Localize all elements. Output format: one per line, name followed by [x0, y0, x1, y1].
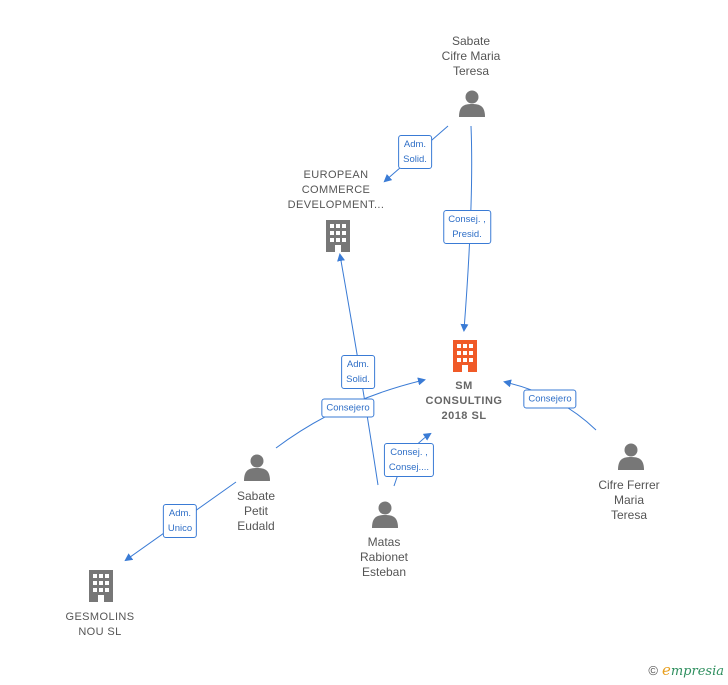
edge-label-adm-solid: Adm. Solid.	[341, 355, 375, 389]
person-icon[interactable]	[618, 443, 644, 471]
person-icon[interactable]	[459, 90, 485, 118]
brand-logo-text: mpresia	[670, 664, 724, 679]
node-label-sm-consulting[interactable]: SM CONSULTING 2018 SL	[425, 380, 503, 422]
edge-label-adm-solid: Adm. Solid.	[398, 135, 432, 169]
node-label-gesmolins[interactable]: GESMOLINS NOU SL	[65, 611, 135, 638]
edge-label-consej-consej: Consej. , Consej....	[383, 443, 435, 477]
brand-logo-letter: e	[661, 661, 671, 679]
node-label-cifre-ferrer[interactable]: Cifre Ferrer Maria Teresa	[598, 478, 660, 522]
brand-footer: ©empresia	[648, 661, 724, 679]
node-label-sabate-cifre[interactable]: Sabate Cifre Maria Teresa	[441, 34, 501, 78]
node-label-european[interactable]: EUROPEAN COMMERCE DEVELOPMENT...	[287, 169, 385, 211]
building-icon[interactable]	[453, 340, 477, 372]
person-icon[interactable]	[244, 454, 270, 482]
building-icon[interactable]	[326, 220, 350, 252]
building-icon[interactable]	[89, 570, 113, 602]
copyright-symbol: ©	[648, 663, 658, 678]
edge-label-consejero: Consejero	[523, 389, 577, 409]
person-icon[interactable]	[372, 501, 398, 529]
edge-label-adm-unico: Adm. Unico	[162, 504, 198, 538]
node-label-sabate-petit[interactable]: Sabate Petit Eudald	[236, 489, 276, 533]
edge-label-consejero: Consejero	[321, 398, 375, 418]
edge-label-consej-presid: Consej. , Presid.	[443, 210, 491, 244]
node-label-matas[interactable]: Matas Rabionet Esteban	[359, 535, 409, 579]
